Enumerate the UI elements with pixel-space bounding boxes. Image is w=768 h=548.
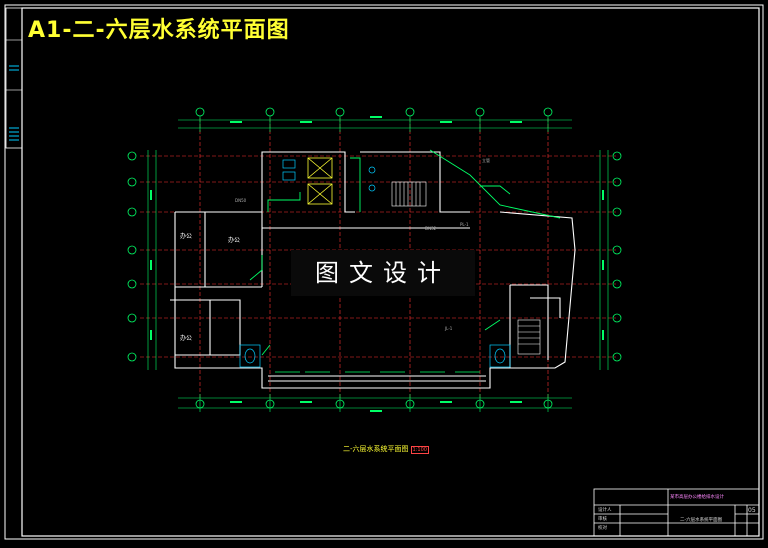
watermark-label: 图文设计 (291, 250, 475, 296)
dimension-lines (147, 116, 609, 412)
svg-text:立管: 立管 (482, 157, 490, 163)
binding-strip-marks (9, 65, 19, 141)
title-block-label: 校对 (598, 526, 607, 531)
title-block-label: 审核 (598, 517, 607, 522)
svg-text:JL-1: JL-1 (444, 326, 453, 331)
room-label: 办公 (180, 334, 192, 342)
water-pipes (249, 149, 561, 356)
sheet-border (4, 4, 764, 540)
stairwell (391, 181, 541, 355)
elevator-core (307, 157, 333, 205)
title-block-sheet-no: 05 (748, 507, 756, 514)
plan-scale: 1:100 (410, 446, 429, 454)
drawing-frame (21, 7, 760, 537)
svg-text:PL-1: PL-1 (460, 222, 469, 227)
svg-text:DN32: DN32 (425, 226, 437, 231)
sheet-title: A1-二-六层水系统平面图 (28, 18, 290, 43)
title-block-project: 某市高层办公楼给排水设计 (670, 495, 724, 500)
title-block-label: 设计人 (598, 508, 612, 513)
dimension-ticks (150, 116, 604, 412)
title-block-drawing-name: 二-六层水系统平面图 (680, 518, 723, 523)
plan-annotations: JL-1 PL-1 立管 DN50 DN32 (235, 157, 490, 331)
room-label: 办公 (180, 232, 192, 240)
svg-text:DN50: DN50 (235, 198, 247, 203)
room-label: 办公 (228, 236, 240, 244)
title-block (593, 488, 760, 537)
plan-caption-text: 二-六层水系统平面图 (343, 445, 409, 453)
building-walls (170, 151, 576, 389)
binding-strip (5, 7, 23, 149)
toilet-fixtures (239, 159, 511, 368)
